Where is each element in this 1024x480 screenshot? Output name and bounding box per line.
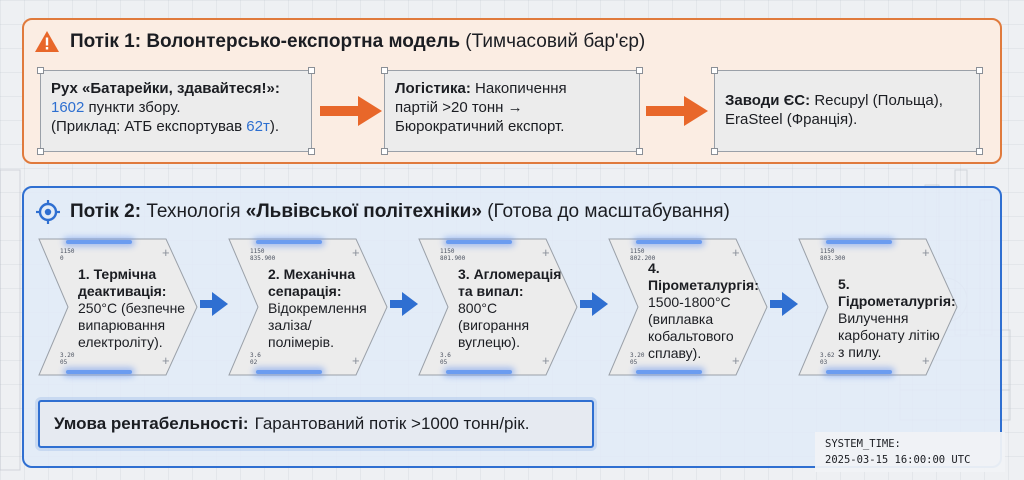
- system-time-label: SYSTEM_TIME:: [825, 438, 901, 450]
- flow1-title: Потік 1: Волонтерсько-експортна модель (…: [34, 30, 645, 53]
- export-amount: 62т: [246, 118, 270, 135]
- step-text: Вилучення карбонату літію з пилу.: [838, 310, 940, 360]
- step-text: Відокремлення заліза/полімерів.: [268, 300, 367, 350]
- flow2-title-note: (Готова до масштабування): [487, 201, 730, 222]
- process-step-3: 1150 801.900 + 3. Агломерація та випал:8…: [418, 238, 578, 376]
- highlight-glow: [826, 240, 892, 244]
- flow1-card-logistics: Логістика: Накопичення партій >20 тонн →…: [381, 67, 643, 155]
- blue-arrow: [390, 292, 418, 316]
- card-collection-heading: Рух «Батарейки, здавайтеся!»:: [51, 80, 280, 97]
- flow1-title-bold: Потік 1: Волонтерсько-експортна модель: [70, 30, 461, 52]
- condition-text: Гарантований потік >1000 тонн/рік.: [254, 414, 530, 433]
- highlight-glow: [256, 240, 322, 244]
- eu-plants-heading: Заводи ЄС:: [725, 92, 811, 109]
- plus-icon: +: [732, 353, 740, 368]
- highlight-glow: [636, 240, 702, 244]
- step-code-top: 1150 802.200: [630, 248, 656, 262]
- plus-icon: +: [542, 245, 550, 260]
- flow2-title: Потік 2: Технологія «Львівської політехн…: [36, 200, 730, 224]
- example-text: (Приклад: АТБ експортував: [51, 118, 243, 135]
- step-text: 800°C (вигорання вуглецю).: [458, 300, 530, 350]
- plus-icon: +: [732, 245, 740, 260]
- step-code-top: 1150 801.900: [440, 248, 466, 262]
- plus-icon: +: [542, 353, 550, 368]
- highlight-glow: [446, 370, 512, 374]
- flow2-title-prefix: Потік 2:: [70, 201, 142, 222]
- step-code-bottom: 3.6 02: [250, 352, 261, 366]
- step-heading: 4. Пірометалургія:: [648, 260, 759, 293]
- step-code-top: 1150 835.900: [250, 248, 276, 262]
- step-heading: 3. Агломерація та випал:: [458, 266, 562, 299]
- process-step-1: 1150 0 + 1. Термічна деактивація:250°C (…: [38, 238, 198, 376]
- plus-icon: +: [352, 245, 360, 260]
- highlight-glow: [826, 370, 892, 374]
- logistics-text-1: Накопичення: [475, 80, 567, 97]
- plus-icon: +: [352, 353, 360, 368]
- logistics-heading: Логістика:: [395, 80, 471, 97]
- highlight-glow: [66, 370, 132, 374]
- profitability-condition: Умова рентабельності: Гарантований потік…: [38, 400, 594, 448]
- step-text: 1500-1800°C (виплавка кобальтового сплав…: [648, 294, 734, 361]
- blue-arrow: [770, 292, 798, 316]
- system-time-value: 2025-03-15 16:00:00 UTC: [825, 454, 971, 466]
- step-code-bottom: 3.20 05: [60, 352, 75, 366]
- step-code-bottom: 3.20 05: [630, 352, 645, 366]
- example-text-end: ).: [269, 118, 280, 135]
- highlight-glow: [446, 240, 512, 244]
- plus-icon: +: [162, 245, 170, 260]
- blue-arrow: [580, 292, 608, 316]
- collection-points-text: пункти збору.: [88, 99, 181, 116]
- step-text: 250°C (безпечне випарювання електроліту)…: [78, 300, 186, 350]
- step-code-top: 1150 803.300: [820, 248, 846, 262]
- flow1-panel: Потік 1: Волонтерсько-експортна модель (…: [22, 18, 1002, 164]
- flow2-title-tech: Технологія: [146, 201, 241, 222]
- warning-icon: [35, 31, 59, 52]
- flow2-panel: Потік 2: Технологія «Львівської політехн…: [22, 186, 1002, 468]
- flow2-title-university: «Львівської політехніки»: [245, 201, 482, 222]
- step-heading: 2. Механічна сепарація:: [268, 266, 356, 299]
- orange-arrow: [320, 96, 382, 126]
- logistics-text-2: партій >20 тонн →: [395, 99, 523, 116]
- target-icon: [36, 200, 60, 224]
- collection-points-count: 1602: [51, 99, 85, 116]
- process-step-4: 1150 802.200 + 4. Пірометалургія:1500-18…: [608, 238, 768, 376]
- plus-icon: +: [922, 245, 930, 260]
- highlight-glow: [636, 370, 702, 374]
- eu-plants-text-1: Recupyl (Польща),: [814, 92, 943, 109]
- plus-icon: +: [162, 353, 170, 368]
- step-heading: 1. Термічна деактивація:: [78, 266, 167, 299]
- logistics-text-3: Бюрократичний експорт.: [395, 118, 565, 135]
- condition-label: Умова рентабельності:: [54, 414, 249, 433]
- step-heading: 5. Гідрометалургія:: [838, 276, 956, 309]
- highlight-glow: [256, 370, 322, 374]
- flow1-title-note: (Тимчасовий бар'єр): [465, 30, 646, 52]
- process-step-2: 1150 835.900 + 2. Механічна сепарація:Ві…: [228, 238, 388, 376]
- process-step-5: 1150 803.300 + 5. Гідрометалургія:Вилуче…: [798, 238, 958, 376]
- system-time-readout: SYSTEM_TIME: 2025-03-15 16:00:00 UTC: [815, 432, 1005, 472]
- orange-arrow: [646, 96, 708, 126]
- flow1-card-eu-plants: Заводи ЄС: Recupyl (Польща), EraSteel (Ф…: [711, 67, 983, 155]
- blue-arrow: [200, 292, 228, 316]
- eu-plants-text-2: EraSteel (Франція).: [725, 111, 858, 128]
- flow1-card-collection: Рух «Батарейки, здавайтеся!»: 1602 пункт…: [37, 67, 315, 155]
- step-code-bottom: 3.6 05: [440, 352, 451, 366]
- step-code-bottom: 3.62 03: [820, 352, 835, 366]
- highlight-glow: [66, 240, 132, 244]
- plus-icon: +: [922, 353, 930, 368]
- step-code-top: 1150 0: [60, 248, 75, 262]
